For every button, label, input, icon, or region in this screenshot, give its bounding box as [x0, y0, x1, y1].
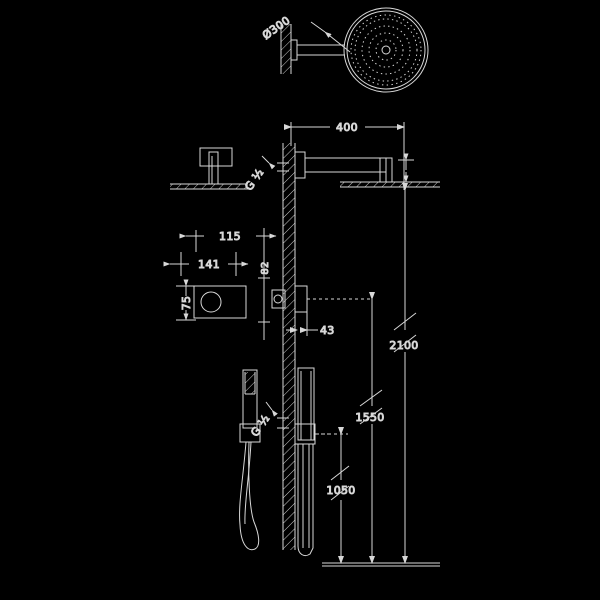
- valve-body-section: [258, 277, 308, 323]
- dim-arm-drop-small: [398, 153, 414, 183]
- dim-115-line: [179, 228, 277, 340]
- ceiling-mount-arm: [280, 24, 345, 74]
- floor-baseline: [322, 562, 440, 567]
- dim-valve-plate-inner: 141: [198, 258, 220, 271]
- dim-valve-height: 1550: [355, 411, 384, 424]
- rain-shower-head: [343, 7, 429, 93]
- thread-marker-top: [261, 147, 289, 187]
- dim-141-line: [163, 252, 249, 276]
- dim-overhead-height: 2100: [389, 339, 418, 352]
- thread-marker-bottom: [265, 400, 289, 446]
- wall-section: [282, 143, 296, 550]
- thermostatic-valve-plate: [193, 285, 247, 319]
- dim-valve-plate-width: 115: [219, 230, 241, 243]
- dim-outlet-height: 1050: [326, 484, 355, 497]
- dim-1550-line: [359, 292, 383, 564]
- ceiling-plate-plan-view: [170, 147, 248, 190]
- dim-43-line: [286, 312, 318, 336]
- label-thread-top: G ½: [242, 166, 266, 193]
- head-diameter-leader: [310, 21, 351, 53]
- dim-1050-line: [316, 427, 350, 564]
- dim-valve-plate-height: 75: [180, 296, 193, 311]
- dim-75-line: [176, 279, 196, 321]
- wall-outlet-assembly: [294, 367, 330, 557]
- hand-shower: [239, 369, 261, 551]
- dim-outlet-offset: 82: [260, 261, 271, 274]
- shower-arm-elevation: [294, 151, 440, 188]
- dim-wall-projection: 43: [320, 324, 335, 337]
- dim-2100-line: [393, 183, 417, 564]
- dim-arm-projection: 400: [336, 121, 358, 134]
